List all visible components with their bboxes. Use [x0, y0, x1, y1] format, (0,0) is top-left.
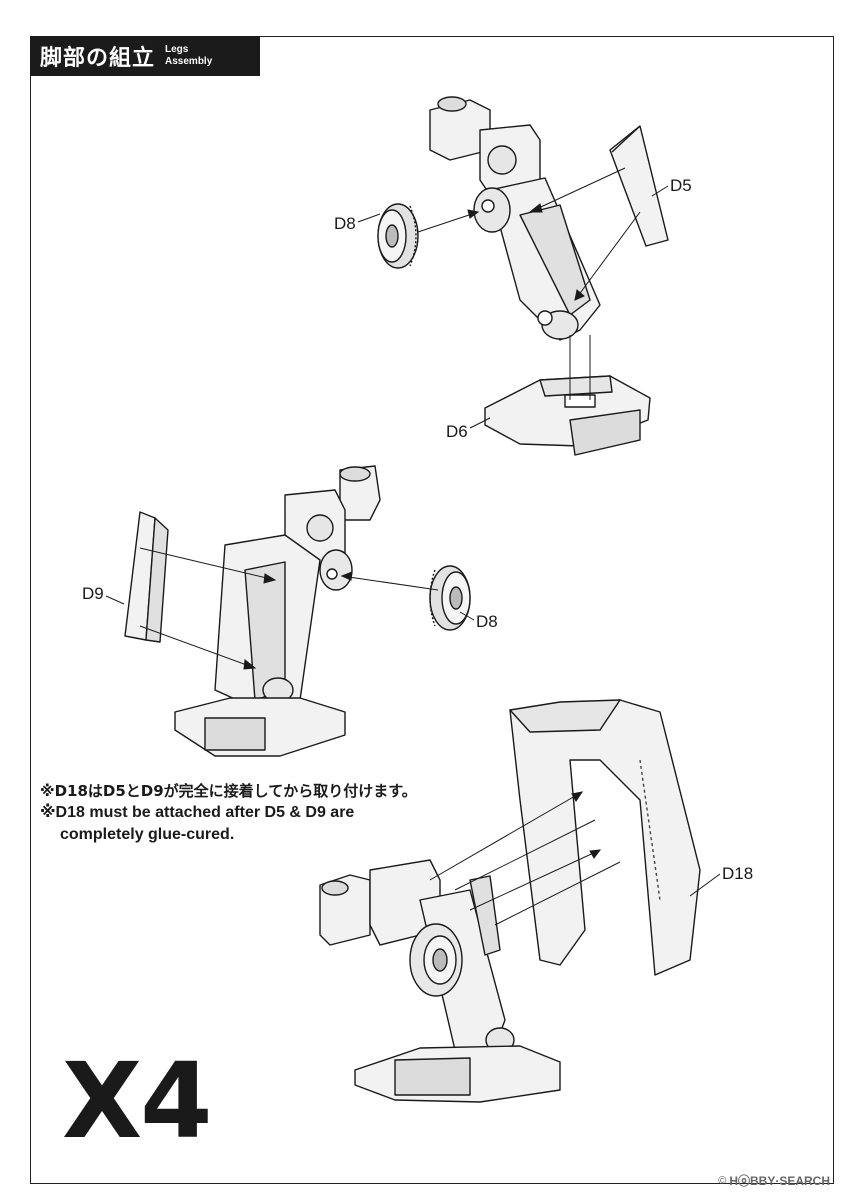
- section-title-jp: 脚部の組立: [40, 46, 156, 71]
- label-d18: D18: [722, 864, 754, 883]
- leg-assembly-middle: [124, 465, 471, 757]
- assembly-note: ※D18はD5とD9が完全に接着してから取り付けます。 ※D18 must be…: [40, 780, 417, 846]
- label-d6: D6: [446, 422, 468, 441]
- quantity-multiplier: X4: [62, 1040, 213, 1162]
- leg-assembly-top: [377, 96, 669, 456]
- callout-lines: [105, 185, 721, 897]
- note-en-line2: completely glue-cured.: [60, 826, 235, 843]
- section-title-en-line1: Legs: [165, 44, 189, 55]
- watermark: © HⓞBBY·SEARCH: [718, 1172, 830, 1189]
- part-d8-wheel-mid: [429, 565, 471, 631]
- label-d5: D5: [670, 176, 692, 195]
- section-title-en-line2: Assembly: [165, 56, 213, 67]
- assembly-arrows: [139, 167, 641, 926]
- page-frame: [30, 36, 834, 1184]
- part-d18-armor: [509, 699, 701, 976]
- part-d8-wheel-top: [377, 203, 419, 269]
- section-title-en: Legs Assembly: [165, 44, 212, 68]
- note-en-line1: ※D18 must be attached after D5 & D9 are: [40, 804, 355, 821]
- watermark-brand: HⓞBBY·SEARCH: [729, 1174, 830, 1188]
- section-header: 脚部の組立 Legs Assembly: [30, 36, 260, 76]
- hip-socket-top: [437, 96, 467, 112]
- label-d8-top: D8: [334, 214, 356, 233]
- part-d5-plate: [609, 125, 669, 247]
- copyright-symbol: ©: [718, 1174, 727, 1187]
- note-jp: ※D18はD5とD9が完全に接着してから取り付けます。: [40, 782, 417, 800]
- leg-assembly-bottom: [319, 699, 701, 1103]
- label-d8-mid: D8: [476, 612, 498, 631]
- label-d9: D9: [82, 584, 104, 603]
